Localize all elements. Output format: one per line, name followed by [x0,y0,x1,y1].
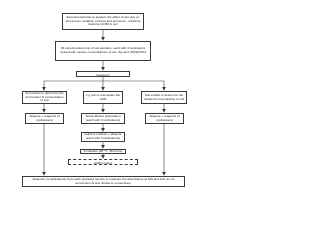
flowchart: Experimental plan to analyze the effect … [22,13,187,187]
box-nitrate-extract: Soil extract to determine the nitrate-N … [141,91,187,104]
box-incubation: Incubation (28 °C, 48 hours) [80,149,126,154]
box-absorbance-measurement: Aliquotes (3 replications) from each pre… [22,176,185,187]
box-ammonium-aliquote: Aliquote + reagents (3 replications) [25,113,64,124]
arrow-subsample-to-ammonium [42,80,103,91]
box-aob-number: Number of bacterial colonies × dilution … [68,159,138,165]
box-aob-soil: 1 g soil to enumerate the AOB [83,91,123,104]
box-experimental-plan: Experimental plan to analyze the effect … [62,13,144,30]
box-nutrient-medium: Nutrient medium + aliquote (each with 3 … [81,132,125,142]
arrow-subsample-to-nitrate [103,80,166,91]
box-ammonium-extract: Soil extract to determine the ammonium-N… [22,91,67,104]
box-nitrate-aliquote: Aliquote + reagents (3 replications) [145,113,184,124]
box-serial-dilution: Serial dilution preparation (each with 3… [81,113,125,124]
flowchart-connectors [42,30,166,176]
box-experimental-units: 30 experimental units of soil samples, e… [55,41,151,61]
box-subsample: Sub-sample of soil from each treatment [76,71,130,77]
